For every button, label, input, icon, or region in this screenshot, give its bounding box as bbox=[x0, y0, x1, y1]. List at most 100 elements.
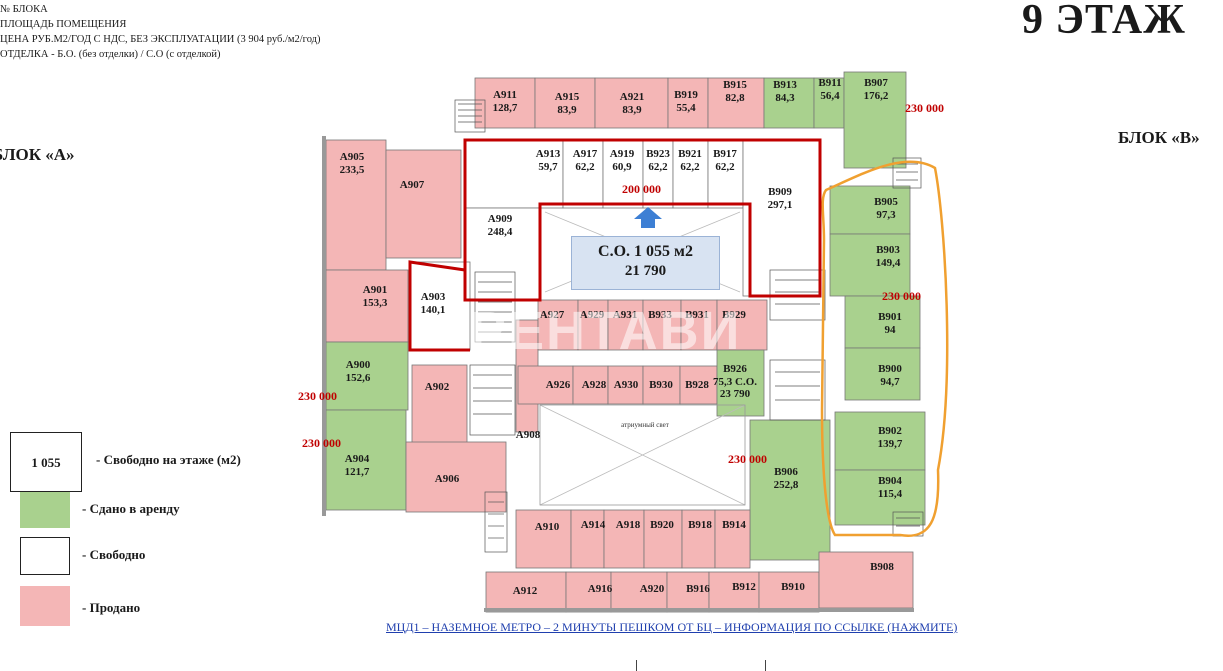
room-label-b914: B914 bbox=[722, 519, 746, 531]
room-b908 bbox=[818, 551, 914, 609]
room-a906 bbox=[405, 441, 507, 513]
room-b921 bbox=[672, 139, 709, 209]
room-b912 bbox=[708, 571, 760, 613]
room-label-a929: A929 bbox=[580, 309, 605, 321]
room-label-b930: B930 bbox=[649, 379, 673, 391]
room-label-b933: B933 bbox=[648, 309, 672, 321]
room-a901 bbox=[325, 269, 409, 343]
room-b918 bbox=[681, 509, 716, 569]
room-label-a912: A912 bbox=[513, 585, 538, 597]
room-b919 bbox=[667, 77, 709, 129]
room-label-a902: A902 bbox=[425, 381, 450, 393]
center-price: 21 790 bbox=[624, 263, 667, 279]
rooms-layer bbox=[325, 71, 926, 613]
room-a904 bbox=[325, 409, 407, 511]
room-b905 bbox=[829, 185, 911, 235]
room-b900 bbox=[844, 347, 921, 401]
room-a900 bbox=[325, 341, 409, 411]
room-label-b920: B920 bbox=[650, 519, 674, 531]
room-label-b918: B918 bbox=[688, 519, 712, 531]
room-label-b910: B910 bbox=[781, 581, 805, 593]
room-label-b929: B929 bbox=[722, 309, 746, 321]
room-label-a926: A926 bbox=[546, 379, 571, 391]
header-line-3: ЦЕНА РУБ.М2/ГОД С НДС, БЕЗ ЭКСПЛУАТАЦИИ … bbox=[0, 34, 321, 45]
room-b911 bbox=[813, 77, 845, 129]
room-b910 bbox=[758, 571, 820, 613]
room-b907 bbox=[843, 71, 907, 169]
price-label: 200 000 bbox=[622, 182, 661, 196]
outline-layer bbox=[408, 138, 949, 537]
room-a920 bbox=[610, 571, 668, 613]
room-a913 bbox=[464, 139, 564, 209]
room-a927 bbox=[537, 299, 579, 351]
legend-sold: - Продано bbox=[82, 600, 141, 615]
legend-free-value: 1 055 bbox=[31, 455, 61, 470]
room-a910 bbox=[515, 509, 572, 569]
center-summary-box: С.О. 1 055 м2 21 790 bbox=[571, 236, 720, 290]
room-label-a928: A928 bbox=[582, 379, 607, 391]
room-label-b908: B908 bbox=[870, 561, 894, 573]
price-label: 230 000 bbox=[728, 452, 767, 466]
room-label-a906: A906 bbox=[435, 473, 460, 485]
price-label: 230 000 bbox=[302, 436, 341, 450]
room-a903 bbox=[409, 261, 471, 351]
price-label: 230 000 bbox=[882, 289, 921, 303]
header-line-1: № БЛОКА bbox=[0, 4, 48, 15]
room-label-b931: B931 bbox=[685, 309, 709, 321]
watermark: РЕНТАВИ bbox=[470, 301, 742, 361]
price-label: 230 000 bbox=[905, 101, 944, 115]
room-b931 bbox=[680, 299, 718, 351]
header-line-4: ОТДЕЛКА - Б.О. (без отделки) / С.О (с от… bbox=[0, 49, 221, 60]
room-b901 bbox=[844, 295, 921, 349]
legend-free-on-floor: - Свободно на этаже (м2) bbox=[96, 452, 241, 467]
room-label-b912: B912 bbox=[732, 581, 756, 593]
block-b-highlight-outline bbox=[820, 160, 949, 537]
room-label-a927: A927 bbox=[540, 309, 565, 321]
floor-title: 9 ЭТАЖ bbox=[1022, 0, 1186, 43]
metro-info-link[interactable]: МЦД1 – НАЗЕМНОЕ МЕТРО – 2 МИНУТЫ ПЕШКОМ … bbox=[386, 620, 958, 634]
room-b903 bbox=[829, 233, 911, 297]
legend-sold-swatch bbox=[20, 586, 70, 626]
room-b930 bbox=[642, 365, 681, 405]
room-label-b916: B916 bbox=[686, 583, 710, 595]
block-b-label: БЛОК «В» bbox=[1118, 128, 1200, 147]
bottom-mark-left bbox=[636, 660, 637, 671]
room-b906 bbox=[749, 419, 831, 561]
room-label-a907: A907 bbox=[400, 179, 425, 191]
room-b914 bbox=[714, 509, 751, 569]
room-a915 bbox=[534, 77, 596, 129]
legend-rented: - Сдано в аренду bbox=[82, 501, 180, 516]
price-label: 230 000 bbox=[298, 389, 337, 403]
room-b909 bbox=[742, 139, 821, 297]
room-a907 bbox=[385, 149, 462, 259]
room-label-a914: A914 bbox=[581, 519, 606, 531]
room-label-a920: A920 bbox=[640, 583, 665, 595]
room-label-a918: A918 bbox=[616, 519, 641, 531]
room-label-b928: B928 bbox=[685, 379, 709, 391]
room-label-a931: A931 bbox=[613, 309, 637, 321]
room-a909 bbox=[464, 207, 541, 301]
atrium-label: атриумный свет bbox=[621, 421, 669, 429]
room-a921 bbox=[594, 77, 669, 129]
free-zone-outline bbox=[463, 138, 822, 302]
